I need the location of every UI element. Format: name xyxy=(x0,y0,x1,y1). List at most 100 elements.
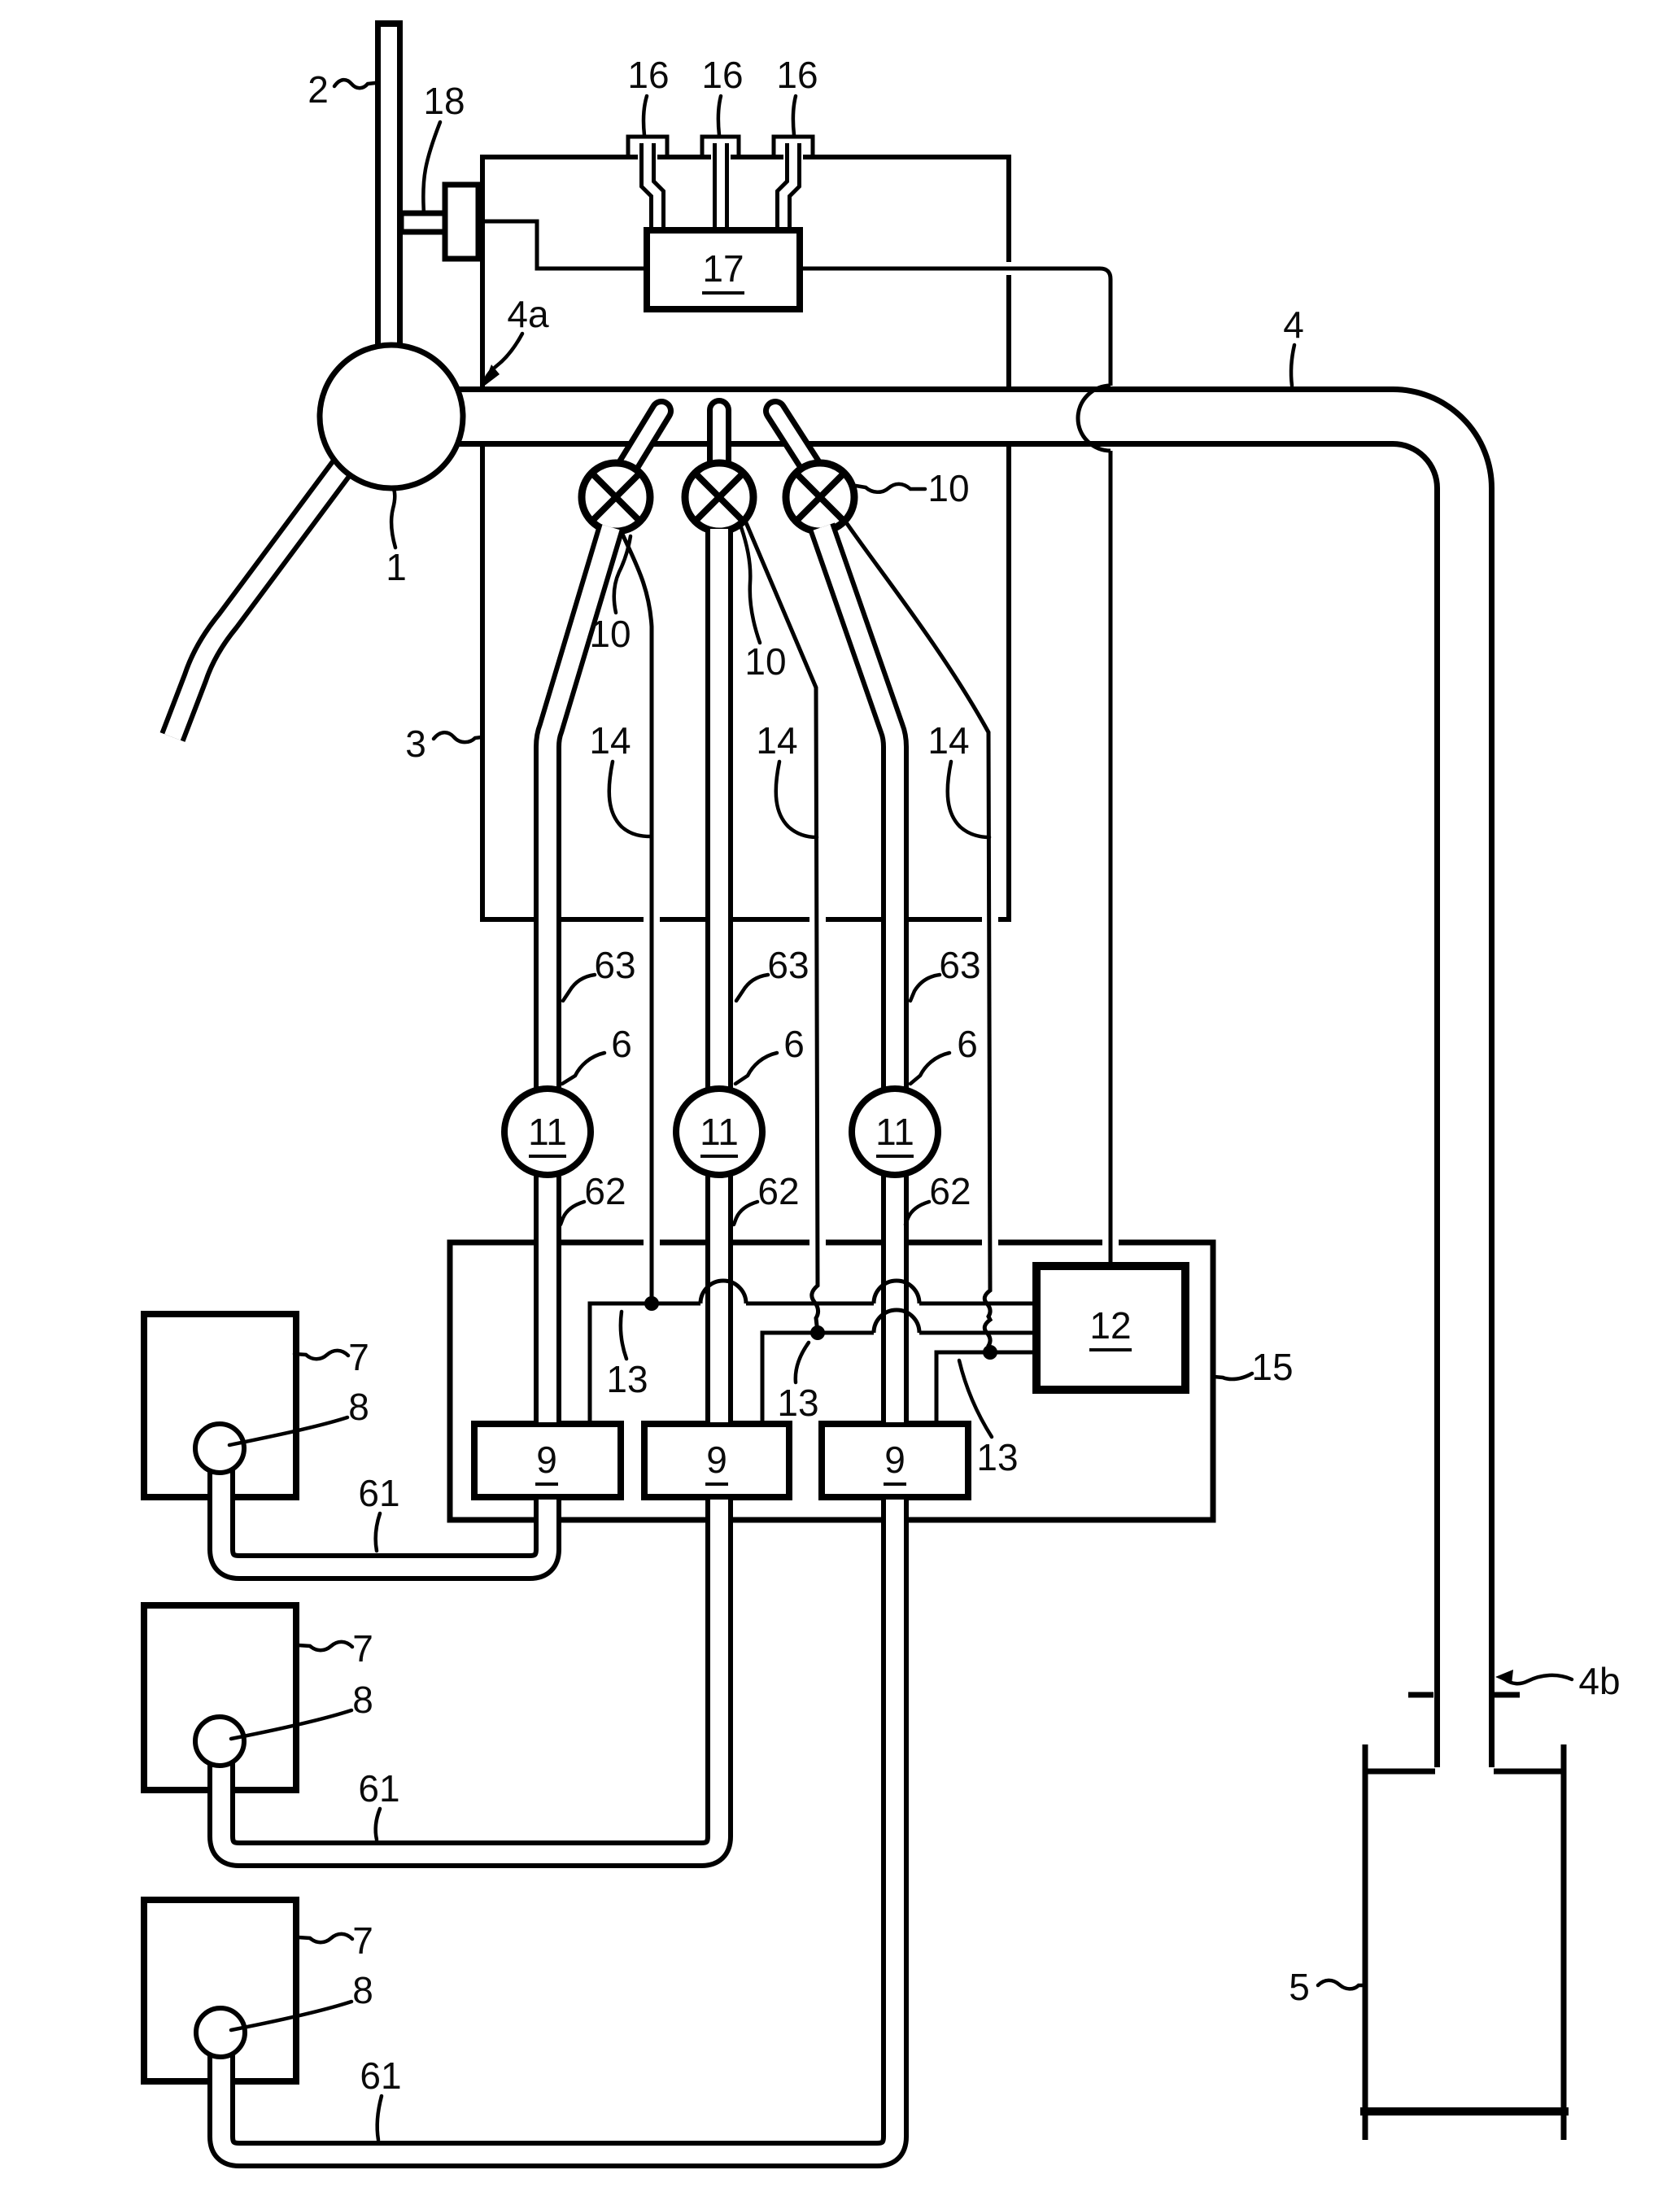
label-inner-line-2: 14 xyxy=(756,719,797,762)
label-flow-meter-3: 11 xyxy=(875,1111,914,1153)
junction-dot-b xyxy=(810,1325,825,1340)
label-pump-unit-box: 15 xyxy=(1251,1346,1293,1388)
leader-13c xyxy=(957,1358,994,1439)
gas-sensor-stub-2 xyxy=(700,134,741,157)
labels-layer: 2 18 16 16 16 17 4a 4 1 3 10 10 10 14 14… xyxy=(308,54,1620,2097)
label-tube-2: 6 xyxy=(783,1023,805,1065)
container-outlet-8b xyxy=(193,1714,247,1768)
leader-13b xyxy=(793,1340,811,1385)
label-container-2: 7 xyxy=(352,1627,373,1670)
leader-3 xyxy=(431,731,484,744)
wire-hop-tube3-b xyxy=(871,1308,922,1334)
label-lower-tube-2: 62 xyxy=(757,1170,799,1212)
trace-18-to-17 xyxy=(482,219,647,271)
leader-16c xyxy=(791,94,798,138)
wiring-layer xyxy=(587,383,1520,1698)
leader-7b xyxy=(295,1640,355,1653)
leader-63c xyxy=(908,972,942,1003)
label-main-line: 4 xyxy=(1283,303,1304,346)
dispensing-head-1 xyxy=(316,342,466,491)
label-supply-tube-2: 61 xyxy=(358,1767,399,1810)
leader-2 xyxy=(332,77,377,90)
label-main-line-inlet: 4a xyxy=(507,293,549,335)
leader-14b xyxy=(774,759,819,840)
fitting-18-block xyxy=(442,181,482,262)
leader-8b xyxy=(229,1708,354,1741)
arrowhead-4a xyxy=(482,365,500,387)
pump-box-9c xyxy=(818,1421,971,1500)
leader-62c xyxy=(903,1199,932,1227)
label-pump-2: 9 xyxy=(706,1439,727,1481)
leader-4 xyxy=(1289,343,1297,388)
label-control-unit: 12 xyxy=(1089,1304,1131,1347)
tubes-layer xyxy=(193,527,941,2155)
leader-1 xyxy=(389,487,398,550)
gas-sensor-stub-1 xyxy=(626,134,670,157)
controller-box-17 xyxy=(644,227,803,312)
label-controller: 17 xyxy=(702,247,744,290)
label-supply-tube-1: 61 xyxy=(358,1472,399,1514)
label-gas-sensor-3: 16 xyxy=(776,54,818,96)
pump-box-9a xyxy=(471,1421,624,1500)
arrowhead-4b xyxy=(1495,1670,1513,1684)
label-upper-tube-1: 63 xyxy=(594,944,635,986)
label-lower-tube-3: 62 xyxy=(929,1170,971,1212)
label-outlet-1: 8 xyxy=(348,1386,369,1428)
label-upper-tube-2: 63 xyxy=(767,944,809,986)
flow-meter-11b xyxy=(673,1085,766,1178)
leader-7a xyxy=(292,1348,351,1361)
wire-hop-tube2 xyxy=(698,1278,748,1304)
label-signal-line-2: 13 xyxy=(777,1382,818,1424)
valve-10c xyxy=(782,459,858,535)
inner-line-14b xyxy=(743,520,821,1334)
label-container-3: 7 xyxy=(352,1919,373,1962)
label-pump-1: 9 xyxy=(536,1439,557,1481)
leader-6a xyxy=(560,1050,607,1086)
inner-line-14a xyxy=(619,531,654,1303)
leader-10c xyxy=(853,482,927,494)
leader-5 xyxy=(1316,1978,1367,1991)
leader-14c xyxy=(945,759,992,840)
label-tube-3: 6 xyxy=(957,1023,978,1065)
label-inner-line-3: 14 xyxy=(927,719,969,762)
leader-62a xyxy=(558,1199,587,1227)
leader-4b xyxy=(1503,1673,1574,1686)
inner-line-14c xyxy=(844,521,993,1353)
leader-18 xyxy=(421,120,443,216)
label-fitting: 18 xyxy=(423,80,465,122)
leader-63a xyxy=(561,972,597,1003)
control-unit-box-12 xyxy=(1032,1262,1189,1394)
label-pump-3: 9 xyxy=(884,1439,905,1481)
leader-15 xyxy=(1211,1371,1255,1382)
flow-meter-11a xyxy=(501,1085,594,1178)
label-tube-1: 6 xyxy=(611,1023,632,1065)
label-outlet-2: 8 xyxy=(352,1679,373,1721)
label-upper-tube-3: 63 xyxy=(939,944,980,986)
junction-dot-c xyxy=(983,1345,997,1360)
label-signal-line-3: 13 xyxy=(976,1436,1018,1478)
leader-16b xyxy=(716,94,723,138)
label-main-line-outlet: 4b xyxy=(1578,1660,1620,1702)
leader-6c xyxy=(908,1050,952,1086)
label-inner-line-1: 14 xyxy=(589,719,631,762)
trace-17-right-upper xyxy=(800,266,1113,386)
wire-13b-left xyxy=(760,1330,874,1425)
leader-63b xyxy=(734,972,770,1003)
valves-layer xyxy=(578,398,858,535)
container-outlet-8c xyxy=(194,2006,247,2059)
label-supply-tube-3: 61 xyxy=(360,2054,401,2097)
leader-8a xyxy=(227,1415,350,1447)
leader-61a xyxy=(373,1511,382,1553)
piping-layer xyxy=(172,20,1464,1767)
label-dispensing-head: 1 xyxy=(386,546,407,588)
label-waste-tank: 5 xyxy=(1289,1966,1310,2008)
leader-7c xyxy=(295,1932,355,1945)
wire-hop-tube3-a xyxy=(871,1278,922,1304)
label-valve-3: 10 xyxy=(927,467,969,509)
label-flow-meter-2: 11 xyxy=(700,1111,739,1153)
container-outlet-8a xyxy=(193,1421,247,1475)
label-gas-sensor-1: 16 xyxy=(627,54,669,96)
controller-traces xyxy=(482,143,1113,1266)
